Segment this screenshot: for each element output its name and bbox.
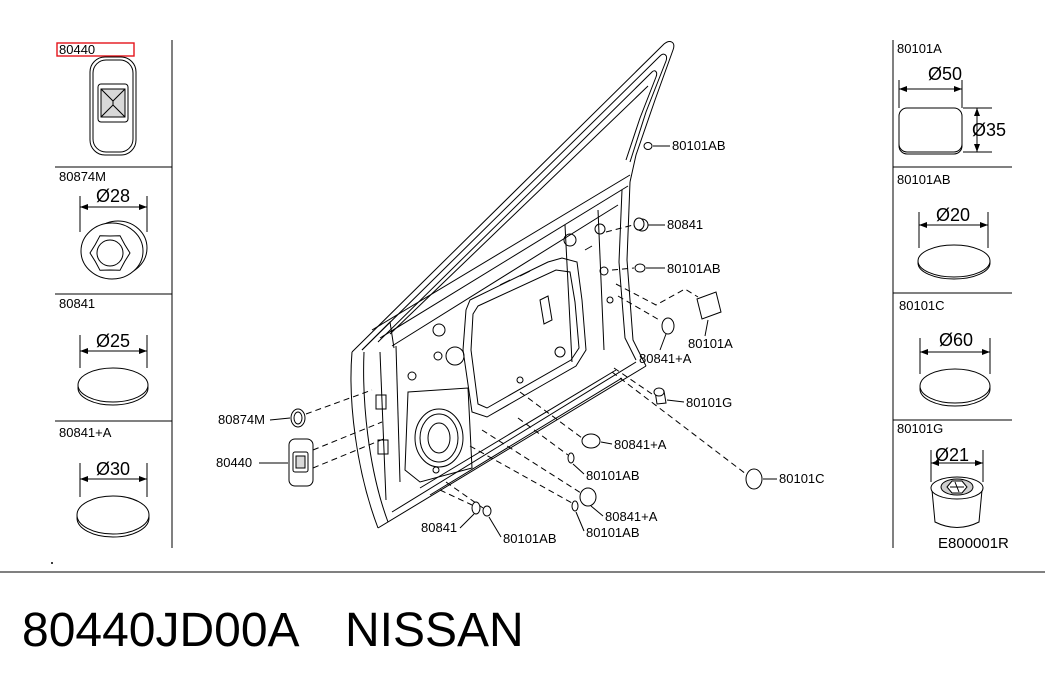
panel-part-label: 80841	[59, 296, 95, 311]
plug-drawing	[77, 367, 149, 406]
diameter-label: Ø28	[96, 186, 130, 206]
plug-80101AB-mid	[634, 263, 646, 273]
panel-part-label: 80101G	[897, 421, 943, 436]
callout-labels: 80101AB 80841 80101AB 80101A 80841+A 801…	[216, 138, 825, 546]
dimension-indicator	[79, 196, 148, 232]
callout-label: 80101AB	[672, 138, 726, 153]
panel-part-label: 80101A	[897, 41, 942, 56]
diameter-label: Ø20	[936, 205, 970, 225]
ring-80874M	[290, 408, 306, 428]
exploded-parts: 80101AB 80841 80101AB 80101A 80841+A 801…	[216, 138, 825, 546]
callout-label: 80101A	[688, 336, 733, 351]
leader-lines	[259, 145, 777, 538]
window-frame	[351, 41, 675, 353]
callout-label: 80841+A	[639, 351, 692, 366]
right-panel-80101AB: 80101AB Ø20	[897, 172, 991, 280]
right-panel-80101C: 80101C Ø60	[899, 298, 991, 407]
panel-part-label: 80440	[59, 42, 95, 57]
speaker	[414, 408, 464, 468]
plug-drawing	[76, 495, 150, 538]
plug-80841-bottom	[471, 501, 481, 515]
tape-patch-drawing	[898, 107, 963, 155]
callout-label: 80101AB	[586, 468, 640, 483]
plug-80841-a-upper	[661, 317, 675, 335]
inner-panel	[375, 204, 623, 501]
stray-dot	[51, 562, 53, 564]
panel-part-label: 80101AB	[897, 172, 951, 187]
panel-part-label: 80874M	[59, 169, 106, 184]
bumper-80101G	[653, 387, 667, 405]
right-panel-80101G: 80101G Ø21 E800001R	[897, 421, 1009, 552]
plug-80101AB-bottom	[482, 505, 492, 517]
plug-80101AB-small	[567, 452, 575, 464]
seal-80101C	[745, 468, 763, 490]
dimension-indicator	[79, 335, 148, 368]
callout-label: 80841+A	[614, 437, 667, 452]
callout-label: 80440	[216, 455, 252, 470]
grommet-80841	[633, 217, 649, 232]
left-panel-80440: 80440	[56, 42, 137, 156]
service-holes	[407, 223, 614, 474]
callout-label: 80841+A	[605, 509, 658, 524]
plug-80101AB-lower	[571, 500, 579, 512]
callout-label: 80101AB	[667, 261, 721, 276]
dimension-indicator	[79, 463, 148, 497]
diameter-label: Ø21	[935, 445, 969, 465]
front-door-drawing	[350, 41, 675, 529]
belt-line	[361, 174, 631, 351]
callout-label: 80101AB	[586, 525, 640, 540]
callout-label: 80841	[421, 520, 457, 535]
figure-code: E800001R	[938, 535, 1009, 552]
highlight-box	[56, 42, 135, 57]
panel-part-label: 80101C	[899, 298, 945, 313]
callout-label: 80101AB	[503, 531, 557, 546]
left-panel-80874M: 80874M Ø28	[59, 169, 148, 280]
right-column: 80101A Ø50 Ø35 80101AB	[892, 40, 1012, 552]
left-panel-80841: 80841 Ø25	[59, 296, 149, 406]
dimension-indicator	[918, 212, 989, 248]
part-icons	[288, 142, 763, 517]
dimension-indicator	[898, 80, 992, 153]
diameter-label: Ø25	[96, 331, 130, 351]
seal-drawing	[917, 244, 991, 280]
left-column: 80440 80874M Ø28	[51, 40, 173, 564]
width-label: Ø50	[928, 64, 962, 84]
plug-80101AB-top	[643, 142, 653, 150]
diameter-label: Ø30	[96, 459, 130, 479]
panel-part-label: 80841+A	[59, 425, 112, 440]
right-panel-80101A: 80101A Ø50 Ø35	[897, 41, 1006, 155]
callout-label: 80874M	[218, 412, 265, 427]
plug-80841-a-middle	[581, 433, 601, 449]
switch-bezel-drawing	[89, 56, 137, 156]
seal-drawing	[919, 368, 991, 407]
dimension-indicator	[919, 338, 991, 374]
callout-label: 80101G	[686, 395, 732, 410]
part-number-title: 80440JD00A	[22, 604, 300, 657]
switch-bezel-80440	[288, 438, 314, 487]
plug-80841-a-lower	[579, 487, 597, 507]
callout-label: 80101C	[779, 471, 825, 486]
patch-80101A	[696, 291, 722, 320]
ring-grommet-drawing	[80, 220, 148, 280]
diameter-label: Ø60	[939, 330, 973, 350]
bumper-grommet-drawing	[930, 476, 984, 528]
height-label: Ø35	[972, 120, 1006, 140]
left-panel-80841-a: 80841+A Ø30	[59, 425, 150, 538]
dimension-indicator	[930, 450, 984, 482]
callout-label: 80841	[667, 217, 703, 232]
brand-title: NISSAN	[345, 604, 524, 657]
door-shell	[350, 181, 647, 529]
projection-lines	[305, 224, 747, 509]
